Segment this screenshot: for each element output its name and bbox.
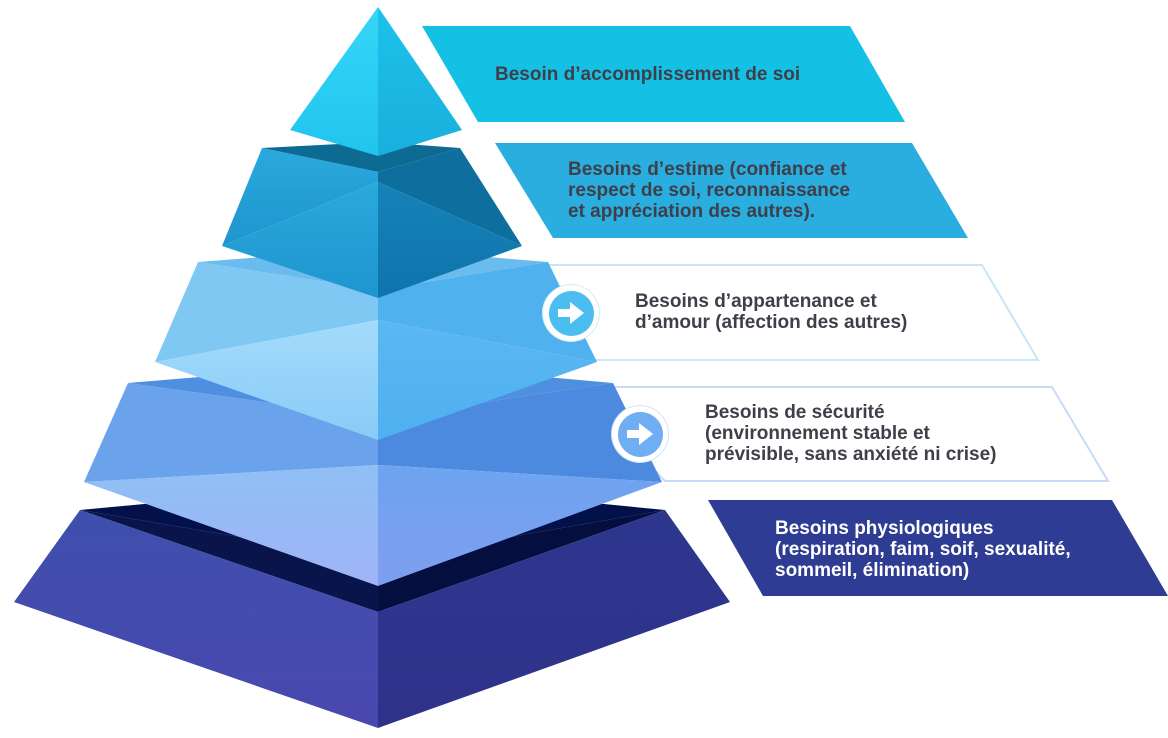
arrow-right-icon (543, 285, 599, 341)
arrow-right-glyph (627, 423, 653, 445)
label-line: Besoins de sécurité (705, 402, 885, 423)
label-line: Besoin d’accomplissement de soi (495, 64, 801, 85)
label-line: (respiration, faim, soif, sexualité, (775, 539, 1071, 560)
banner-physiological (708, 500, 1168, 596)
label-self-actualization: Besoin d’accomplissement de soi (495, 64, 800, 85)
label-esteem: Besoins d’estime (confiance et respect d… (568, 159, 850, 222)
label-safety: Besoins de sécurité (environnement stabl… (705, 402, 996, 465)
pyramid-tier-esteem (222, 142, 522, 298)
label-line: et appréciation des autres). (568, 201, 816, 222)
label-line: Besoins d’appartenance et (635, 291, 877, 312)
label-line: (environnement stable et (705, 423, 930, 444)
label-line: d’amour (affection des autres) (635, 312, 908, 333)
label-line: sommeil, élimination) (775, 560, 970, 581)
label-physiological: Besoins physiologiques (respiration, fai… (775, 518, 1071, 581)
arrow-right-glyph (558, 302, 584, 324)
label-line: Besoins d’estime (confiance et (568, 159, 847, 180)
arrow-right-icon (612, 406, 668, 462)
label-belonging: Besoins d’appartenance et d’amour (affec… (635, 291, 907, 333)
label-line: Besoins physiologiques (775, 518, 994, 539)
banner-esteem (495, 143, 968, 238)
banner-self-actualization (422, 26, 905, 122)
label-line: prévisible, sans anxiété ni crise) (705, 444, 997, 465)
label-line: respect de soi, reconnaissance (568, 180, 850, 201)
pyramid-tier-self-actualization (290, 7, 462, 156)
